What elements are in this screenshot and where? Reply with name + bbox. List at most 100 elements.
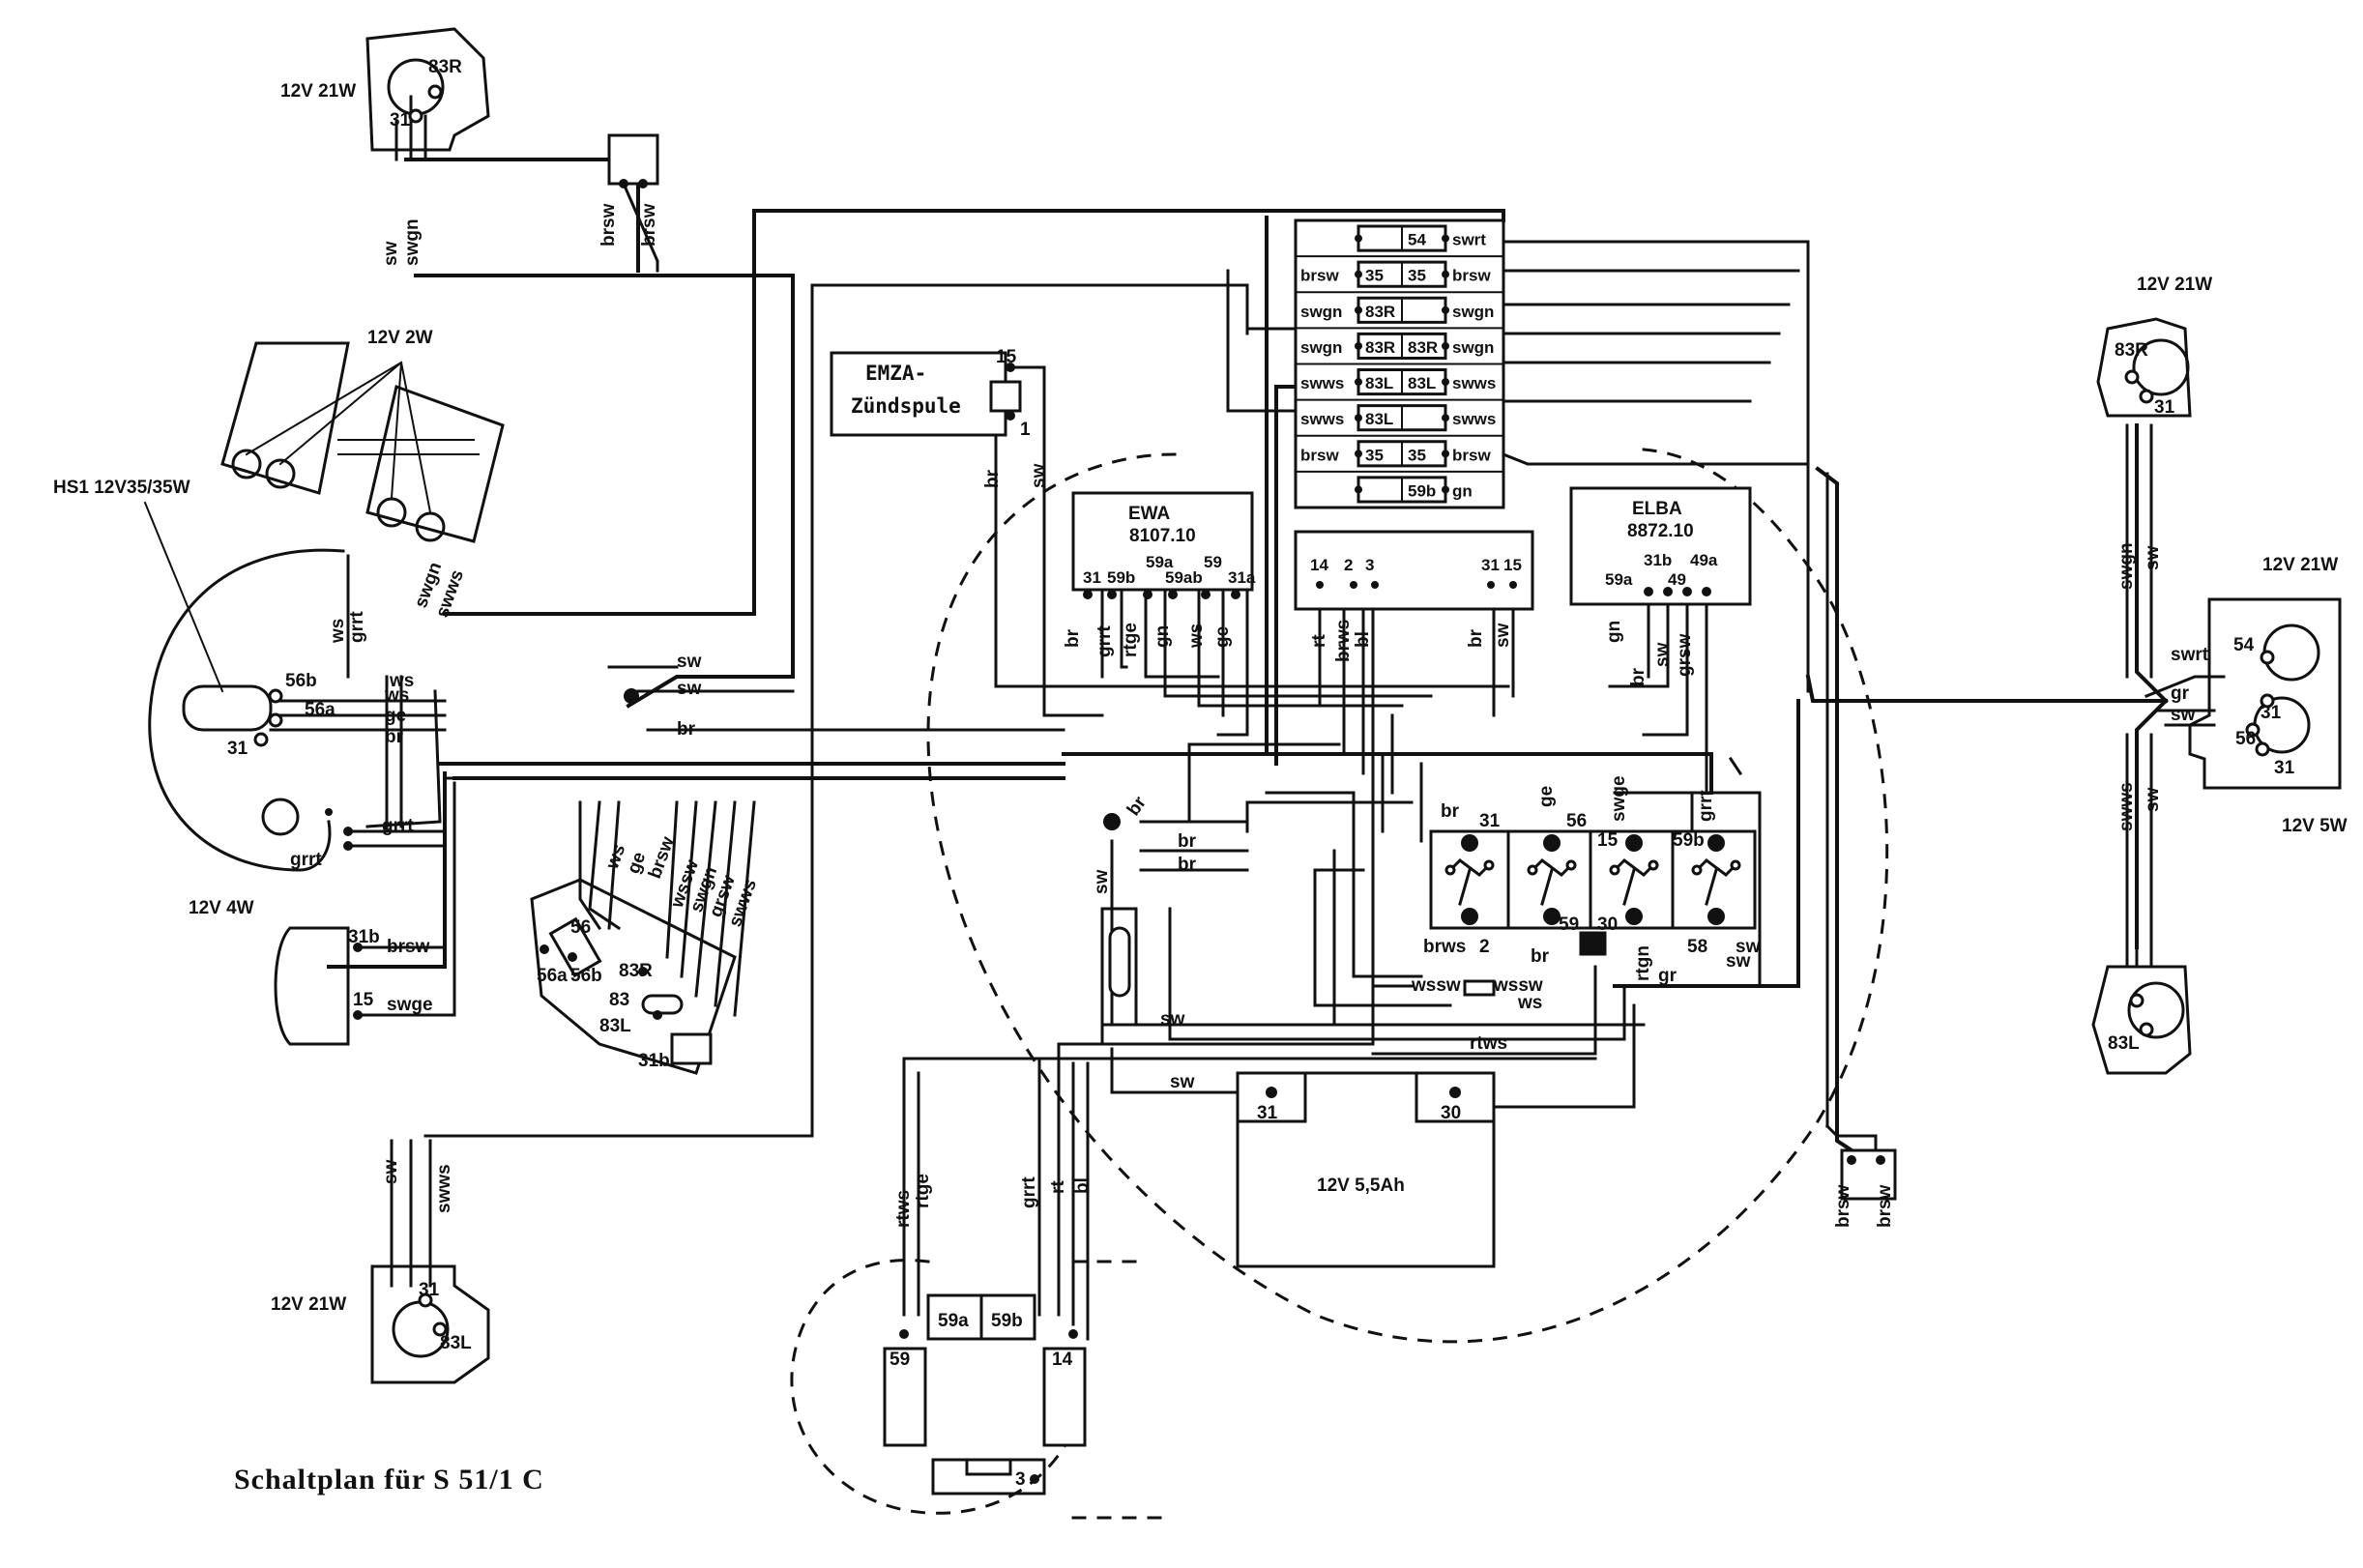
ewa-pin-label: 31 <box>1083 568 1101 587</box>
connector-block-label-b: 54 <box>1408 231 1426 249</box>
connector-pin <box>1442 414 1449 422</box>
horn: 31b 15 <box>274 926 380 1046</box>
relay-module-pin <box>1509 581 1517 589</box>
tail-lamp-54: 54 <box>2233 635 2255 655</box>
wire-label-swrt-tl: swrt <box>2171 645 2209 665</box>
rear-indicator-right-rating: 12V 21W <box>280 81 356 102</box>
wire-label-br: br <box>385 727 404 747</box>
connector-pin <box>1442 450 1449 458</box>
battery-31: 31 <box>1257 1103 1278 1123</box>
connector-pin <box>1355 378 1362 387</box>
front-indicator-left-83L: 83L <box>2108 1033 2140 1054</box>
connector-block-label-a: 35 <box>1365 446 1384 464</box>
wire-label-swws-rr: swws <box>2116 782 2137 831</box>
wire-label-sw-rl: sw <box>381 1159 401 1184</box>
elba-pin <box>1644 587 1653 596</box>
connector-block-label-b: 59b <box>1408 481 1436 500</box>
wire-label-rt-mid: rt <box>1309 634 1329 648</box>
handlebar-switch-83R: 83R <box>619 961 653 981</box>
connector-block-label-right: swgn <box>1452 338 1494 357</box>
switch-pivot <box>1648 859 1659 871</box>
wire-label-sw-bat: sw <box>1170 1072 1195 1092</box>
relay-module-pin-label: 3 <box>1365 556 1374 574</box>
tail-lamp-31: 31 <box>2261 703 2282 723</box>
switch-pivot <box>1730 859 1741 871</box>
wire-label-sw-bs2: sw <box>677 679 702 699</box>
generator: 59a 59b 59 14 3 <box>883 1293 1087 1495</box>
connector-block-label-left: brsw <box>1300 446 1339 464</box>
battery: 31 30 12V 5,5Ah <box>1236 1071 1496 1268</box>
rear-indicator-right-83R: 83R <box>428 57 462 77</box>
ignition-switch-56: 56 <box>1566 811 1587 831</box>
handlebar-switch-56a: 56a <box>537 966 568 986</box>
handlebar-switch: 56 56a 56b 83R 83 83L 31b <box>530 878 737 1075</box>
wire-label-ws-2: ws <box>389 671 414 691</box>
relay-module-pin <box>1350 581 1357 589</box>
ewa-name: EWA <box>1128 504 1171 524</box>
headlight-31: 31 <box>227 739 248 759</box>
ewa-pin-label: 59 <box>1204 553 1222 571</box>
rear-indicator-left-83L: 83L <box>440 1333 472 1353</box>
horn-31b: 31b <box>348 927 380 947</box>
connector-block-label-a: 83R <box>1365 338 1395 357</box>
wire-label-sw-sw1: sw <box>1736 937 1761 957</box>
rear-indicator-right: 12V 21W 83R 31 <box>280 27 490 152</box>
wire-label-brsw-1: brsw <box>598 203 619 247</box>
switch-bottom-contact <box>1461 908 1478 925</box>
front-indicator-right: 12V 21W 83R 31 <box>2096 275 2212 418</box>
switch-bottom-contact <box>1707 908 1725 925</box>
switch-pivot <box>1609 864 1620 876</box>
wire-label-ge-sw: ge <box>1536 786 1557 807</box>
ignition-switch-59b: 59b <box>1673 830 1705 851</box>
connector-block-label-right: swws <box>1452 410 1496 428</box>
wire-label-swge-horn: swge <box>387 995 433 1015</box>
connector-pin <box>1442 341 1449 350</box>
wire-label-rtge-ewa: rtge <box>1121 623 1141 657</box>
wire-label-rt-gen: rt <box>1048 1180 1068 1194</box>
switch-top-contact <box>1461 834 1478 852</box>
wire-label-gn-ewa: gn <box>1152 625 1173 648</box>
battery-label: 12V 5,5Ah <box>1317 1176 1405 1196</box>
lower-wiring <box>902 597 1636 1341</box>
generator-3: 3 <box>1015 1469 1026 1490</box>
wire-label-swws-rl: swws <box>434 1164 454 1213</box>
switch-pivot <box>1527 864 1538 876</box>
connector-pin <box>1355 270 1362 278</box>
wire-label-brsw-horn: brsw <box>387 937 430 957</box>
wire-label-wssw-2: wssw <box>1493 975 1543 996</box>
switch-top-contact <box>1707 834 1725 852</box>
wire-label-brsw-2: brsw <box>639 203 659 247</box>
headlight-56a: 56a <box>305 700 335 720</box>
connector-block-label-a: 83L <box>1365 410 1393 428</box>
wire-label-br-ewa: br <box>1063 628 1083 648</box>
connector-pin <box>1355 414 1362 422</box>
switch-pivot <box>1483 859 1495 871</box>
switch-top-contact <box>1625 834 1643 852</box>
relay-module-pin <box>1316 581 1324 589</box>
diagram-title: Schaltplan für S 51/1 C <box>234 1464 544 1495</box>
ignition-switch-58: 58 <box>1687 937 1707 957</box>
connector-block-label-a: 83L <box>1365 374 1393 392</box>
wire-label-gr-tl: gr <box>2171 683 2190 704</box>
connector-block-label-b: 35 <box>1408 267 1426 285</box>
connector-block-label-left: swws <box>1300 410 1344 428</box>
fuse-holder <box>1100 813 1138 1027</box>
handlebar-switch-56b: 56b <box>570 966 602 986</box>
switch-connector <box>1579 931 1607 956</box>
brake-light-switch: sw sw br <box>624 652 702 740</box>
generator-59: 59 <box>890 1350 910 1370</box>
connector-block-label-right: brsw <box>1452 446 1491 464</box>
elba-pin-label: 49a <box>1690 551 1718 569</box>
middle-wiring <box>994 365 1762 1041</box>
relay-module-pin-label: 31 <box>1481 556 1500 574</box>
wire-label-wssw-1: wssw <box>1411 975 1461 996</box>
wire-label-brsw-f2: brsw <box>1875 1184 1895 1228</box>
wire-label-sw-rr: sw <box>2143 787 2163 812</box>
relay-module-pin-label: 14 <box>1310 556 1328 574</box>
wire-label-ws-sw: ws <box>1517 993 1542 1013</box>
tail-lamp-56: 56 <box>2235 729 2256 749</box>
battery-30: 30 <box>1441 1103 1461 1123</box>
wire-label-brsw-f1: brsw <box>1833 1184 1853 1228</box>
connector-block-label-a: 35 <box>1365 267 1384 285</box>
